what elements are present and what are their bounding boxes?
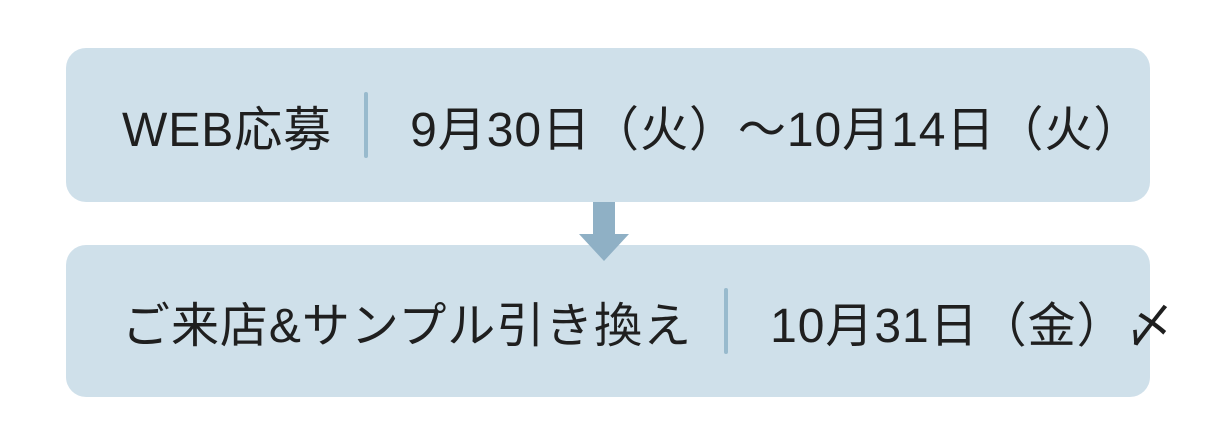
step-store-visit-period: 10月31日（金）〆 bbox=[770, 300, 1175, 353]
vertical-divider bbox=[364, 92, 369, 158]
down-arrow-icon bbox=[579, 202, 629, 261]
vertical-divider bbox=[724, 288, 729, 354]
step-web-entry-period: 9月30日（火）～10月14日（火） bbox=[410, 104, 1143, 157]
step-web-entry-label: WEB応募 bbox=[122, 104, 333, 157]
down-arrow-shaft bbox=[593, 202, 615, 234]
step-store-visit-box: ご来店&サンプル引き換え 10月31日（金）〆 bbox=[66, 245, 1174, 397]
step-store-visit-label: ご来店&サンプル引き換え bbox=[122, 300, 693, 353]
step-web-entry-box: WEB応募 9月30日（火）～10月14日（火） bbox=[66, 48, 1150, 202]
down-arrow-head bbox=[579, 234, 629, 261]
